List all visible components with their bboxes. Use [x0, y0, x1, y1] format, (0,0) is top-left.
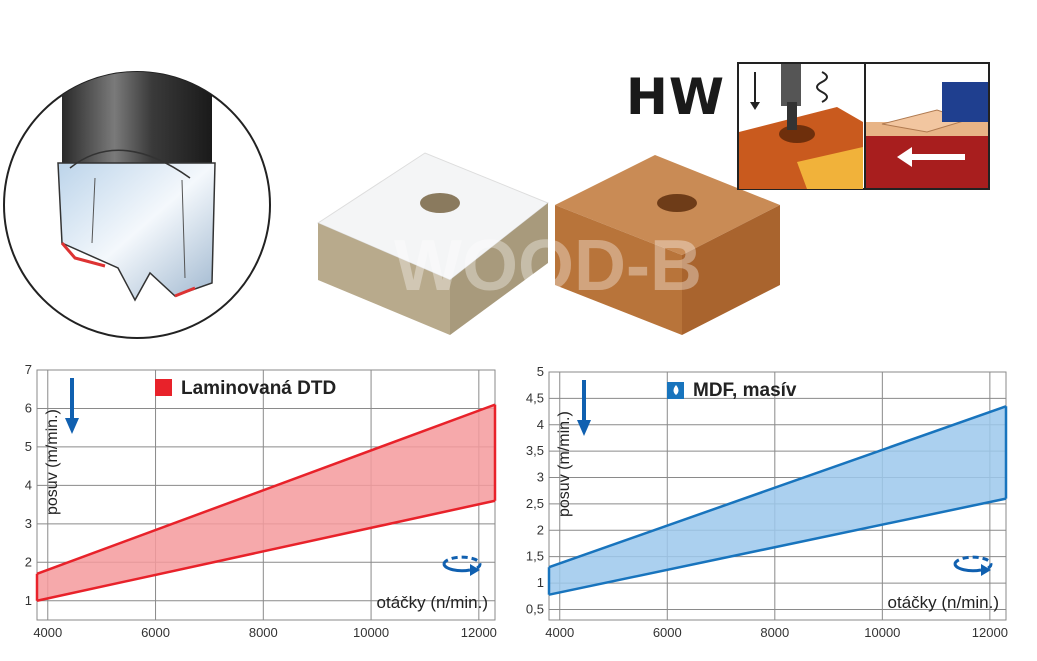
x-tick-label: 4000 [545, 625, 574, 640]
y-tick-label: 6 [25, 400, 32, 415]
x-tick-label: 12000 [461, 625, 497, 640]
rotation-arc [953, 555, 993, 572]
down-arrow-icon [577, 420, 591, 436]
type-label: HW [626, 68, 725, 126]
y-tick-label: 4,5 [526, 390, 544, 405]
x-tick-label: 4000 [33, 625, 62, 640]
y-tick-label: 3 [537, 470, 544, 485]
feed-range-area [549, 406, 1006, 595]
y-tick-label: 0,5 [526, 601, 544, 616]
y-tick-label: 2 [25, 554, 32, 569]
watermark-text: WOOD-B [394, 226, 702, 306]
y-tick-label: 5 [537, 364, 544, 379]
legend-drop-icon [667, 382, 684, 399]
feed-arrow-shaft [582, 380, 586, 422]
x-tick-label: 10000 [864, 625, 900, 640]
y-axis-label: posuv (m/min.) [556, 411, 573, 517]
y-tick-label: 2,5 [526, 496, 544, 511]
chart-laminate: 4000 6000 8000 10000 12000 1 2 3 4 5 6 7Laminovaná … [25, 362, 497, 640]
drill-bit-illustration [3, 71, 271, 339]
x-tick-label: 6000 [653, 625, 682, 640]
material-blocks-illustration: WOOD-B [316, 152, 780, 335]
y-tick-label: 7 [25, 362, 32, 377]
x-tick-label: 10000 [353, 625, 389, 640]
chart-mdf: 4000 6000 8000 10000 12000 0,5 1 1,5 2 2,5 3 3,5 4 4,… [526, 364, 1008, 640]
x-axis-label: otáčky (n/min.) [377, 593, 488, 612]
legend-square-icon [155, 379, 172, 396]
laminate-block-image [316, 152, 549, 335]
rotation-icon [470, 564, 480, 576]
y-tick-label: 1 [537, 575, 544, 590]
legend-label: Laminovaná DTD [181, 378, 336, 399]
feed-upper-line [36, 403, 496, 576]
usage-pictogram [737, 62, 990, 190]
y-tick-label: 3,5 [526, 443, 544, 458]
y-tick-label: 4 [537, 417, 544, 432]
rotation-icon [981, 564, 991, 576]
y-tick-label: 4 [25, 477, 32, 492]
x-axis-label: otáčky (n/min.) [888, 593, 999, 612]
down-arrow-icon [65, 418, 79, 434]
feed-upper-line [548, 405, 1007, 569]
feed-lower-line [36, 499, 496, 602]
feed-arrow-shaft [70, 378, 74, 420]
y-axis-label: posuv (m/min.) [44, 409, 61, 515]
rotation-arc-front [953, 563, 982, 573]
y-tick-label: 5 [25, 439, 32, 454]
x-tick-label: 8000 [249, 625, 278, 640]
x-tick-label: 6000 [141, 625, 170, 640]
feed-lower-line [548, 497, 1007, 596]
y-tick-label: 3 [25, 516, 32, 531]
rotation-arc-front [442, 563, 471, 573]
x-tick-label: 8000 [760, 625, 789, 640]
y-tick-label: 1,5 [526, 549, 544, 564]
y-tick-label: 1 [25, 593, 32, 608]
legend-label: MDF, masív [693, 380, 797, 401]
rotation-arc [442, 555, 482, 572]
y-tick-label: 2 [537, 522, 544, 537]
x-tick-label: 12000 [972, 625, 1008, 640]
feed-range-area [37, 404, 495, 601]
wood-block-image [555, 155, 780, 335]
